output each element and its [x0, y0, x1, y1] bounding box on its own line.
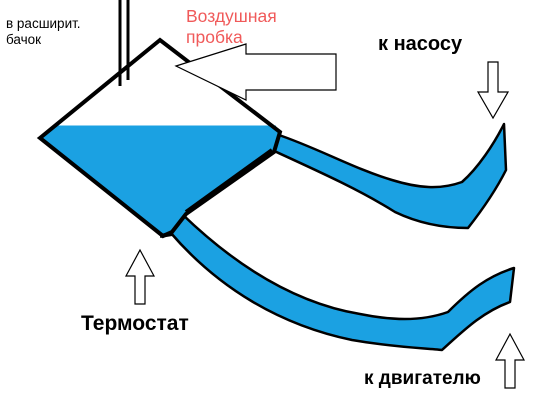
- upper-pipe-junction: [184, 148, 274, 214]
- arrow-up-from-engine-icon: [494, 332, 526, 389]
- expansion-tank-label: в расширит. бачок: [6, 16, 116, 48]
- upper-pipe-to-pump: [270, 122, 508, 230]
- thermostat-coolant: [40, 126, 280, 236]
- expansion-tank-label-line2: бачок: [6, 32, 42, 47]
- air-lock-label-line2: пробка: [186, 27, 243, 47]
- expansion-tank-tube: [118, 0, 130, 86]
- to-pump-label: к насосу: [378, 33, 463, 55]
- to-engine-label: к двигателю: [364, 368, 481, 389]
- air-lock-label-line1: Воздушная: [186, 6, 277, 26]
- air-lock-arrow: [174, 43, 337, 101]
- arrow-up-thermostat-icon: [124, 248, 156, 305]
- lower-pipe-junction: [159, 232, 173, 238]
- thermostat-label: Термостат: [81, 312, 189, 335]
- expansion-tank-label-line1: в расширит.: [6, 16, 81, 31]
- air-lock-label: Воздушная пробка: [186, 6, 316, 48]
- arrow-down-to-pump-icon: [476, 61, 510, 120]
- lower-pipe-to-engine: [168, 212, 516, 352]
